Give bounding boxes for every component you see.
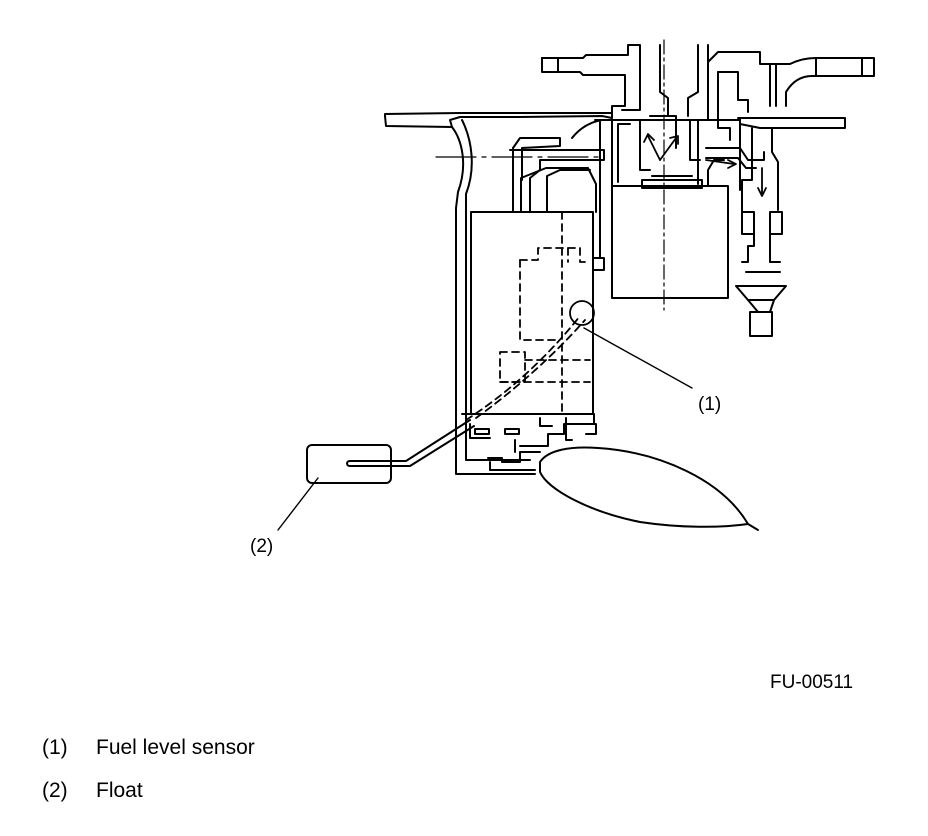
legend-number: (1) xyxy=(42,736,68,759)
float xyxy=(306,444,392,484)
legend-number: (2) xyxy=(42,779,68,802)
callout-label-1: (1) xyxy=(698,394,721,415)
valve-neck xyxy=(639,44,701,171)
leader-line-2 xyxy=(277,477,319,531)
fuel-level-sensor-marker xyxy=(569,300,595,326)
fuel-pump xyxy=(461,137,605,471)
leader-line-1 xyxy=(583,327,693,389)
filter-cover xyxy=(539,446,749,528)
outlet-pipe-right xyxy=(705,44,875,169)
legend-label: Fuel level sensor xyxy=(96,736,255,759)
outlet-pipe-left xyxy=(541,44,641,115)
legend-label: Float xyxy=(96,779,143,802)
internal-dashed-parts xyxy=(465,211,591,421)
figure-id: FU-00511 xyxy=(770,672,854,693)
float-arm xyxy=(346,419,475,467)
cover-tip xyxy=(747,523,759,531)
flow-arrows xyxy=(643,133,767,197)
pressure-regulator xyxy=(735,117,787,337)
callout-label-2: (2) xyxy=(250,536,273,557)
center-lines xyxy=(435,39,665,311)
legend-item: (2) Float xyxy=(42,779,143,803)
mounting-flange xyxy=(384,112,846,129)
filter-assembly xyxy=(611,119,729,299)
legend-item: (1) Fuel level sensor xyxy=(42,736,255,760)
pump-bracket xyxy=(451,119,603,475)
